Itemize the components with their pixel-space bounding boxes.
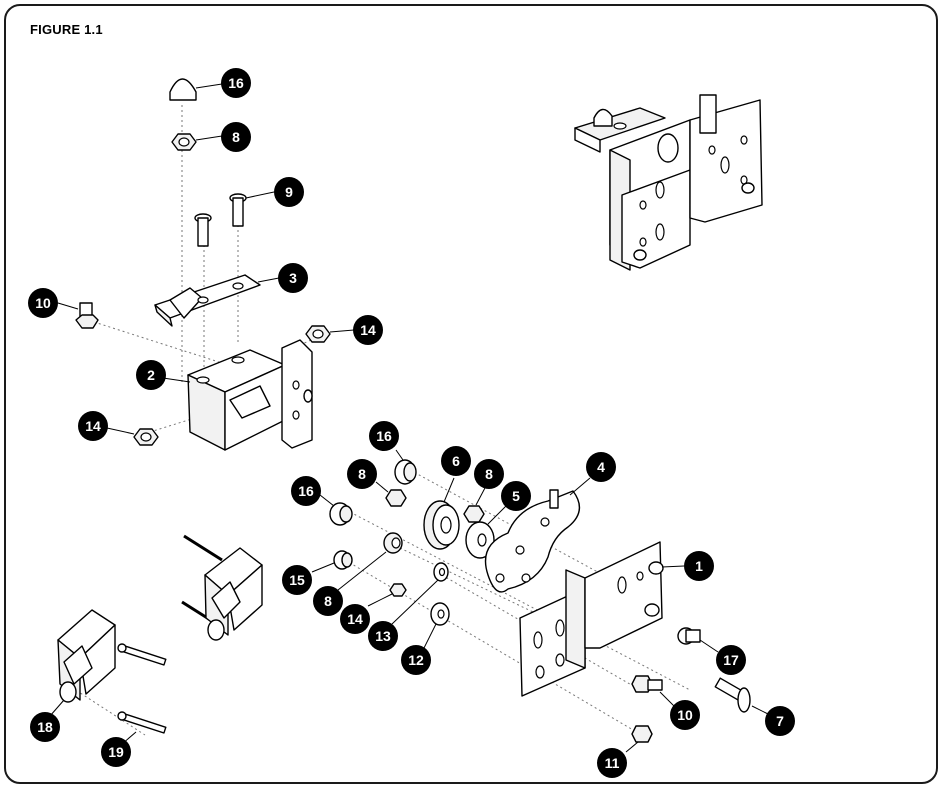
callout-6: 6 xyxy=(441,446,471,476)
svg-text:12: 12 xyxy=(408,652,424,668)
callout-8-top: 8 xyxy=(221,122,251,152)
callout-2: 2 xyxy=(136,360,166,390)
callout-15: 15 xyxy=(282,565,312,595)
assembled-hinge-view xyxy=(574,94,763,271)
part-roller-6 xyxy=(423,477,460,550)
callout-4: 4 xyxy=(586,452,616,482)
svg-text:17: 17 xyxy=(723,652,739,668)
callout-14-right: 14 xyxy=(353,315,383,345)
figure-frame xyxy=(4,4,938,784)
part-bolt-10-lower xyxy=(631,675,675,707)
callout-10-lower: 10 xyxy=(670,700,700,730)
part-bracket-2 xyxy=(162,339,313,451)
svg-text:14: 14 xyxy=(347,611,363,627)
callout-5: 5 xyxy=(501,481,531,511)
part-nut-8-lower xyxy=(337,532,403,591)
svg-text:16: 16 xyxy=(228,75,244,91)
svg-text:11: 11 xyxy=(605,755,620,771)
svg-text:6: 6 xyxy=(452,453,460,469)
svg-text:14: 14 xyxy=(360,322,376,338)
part-hex-nut-14-right xyxy=(305,325,355,343)
part-bracket-3 xyxy=(154,274,280,327)
svg-text:18: 18 xyxy=(37,719,53,735)
svg-text:15: 15 xyxy=(289,572,305,588)
part-bolt-10-top xyxy=(57,302,99,329)
callout-10-top: 10 xyxy=(28,288,58,318)
part-washer-12 xyxy=(423,602,450,649)
callout-11: 11 xyxy=(597,748,627,778)
callout-8-lower: 8 xyxy=(313,586,343,616)
svg-text:7: 7 xyxy=(776,713,784,729)
svg-text:9: 9 xyxy=(285,184,293,200)
part-bracket-1 xyxy=(519,541,685,697)
part-hex-nut-top xyxy=(171,133,223,151)
figure-title: FIGURE 1.1 xyxy=(30,22,103,37)
part-plate-4 xyxy=(484,477,591,593)
part-cap-nut-15 xyxy=(311,550,353,573)
callout-16-lower: 16 xyxy=(291,476,321,506)
callout-14-left: 14 xyxy=(78,411,108,441)
svg-text:5: 5 xyxy=(512,488,520,504)
svg-text:2: 2 xyxy=(147,367,155,383)
svg-text:4: 4 xyxy=(597,459,605,475)
callout-1: 1 xyxy=(684,551,714,581)
part-clip-assembly xyxy=(181,534,263,641)
callout-7: 7 xyxy=(765,706,795,736)
svg-text:10: 10 xyxy=(677,707,693,723)
part-washer-5 xyxy=(465,501,511,559)
callout-16-upper: 16 xyxy=(369,421,399,451)
callout-3: 3 xyxy=(278,263,308,293)
svg-text:13: 13 xyxy=(375,628,391,644)
part-nut-14-lower xyxy=(367,583,407,607)
svg-text:8: 8 xyxy=(324,593,332,609)
svg-text:19: 19 xyxy=(108,744,124,760)
svg-text:8: 8 xyxy=(232,129,240,145)
callout-18: 18 xyxy=(30,712,60,742)
part-hex-nut-14-left xyxy=(106,427,159,446)
callout-19: 19 xyxy=(101,737,131,767)
part-cap-nut-top xyxy=(169,78,223,101)
callout-12: 12 xyxy=(401,645,431,675)
svg-text:1: 1 xyxy=(695,558,703,574)
part-bracket-18 xyxy=(49,609,116,717)
callout-17: 17 xyxy=(716,645,746,675)
part-bolts-19 xyxy=(117,643,167,745)
svg-text:8: 8 xyxy=(358,466,366,482)
callout-16-top: 16 xyxy=(221,68,251,98)
part-bolts-9 xyxy=(194,191,275,247)
svg-text:16: 16 xyxy=(376,428,392,444)
part-pin-7 xyxy=(714,677,769,715)
callout-14-lower: 14 xyxy=(340,604,370,634)
part-nut-8-left xyxy=(375,481,407,507)
svg-text:3: 3 xyxy=(289,270,297,286)
part-bolt-17 xyxy=(677,627,719,653)
callout-13: 13 xyxy=(368,621,398,651)
part-cap-nut-16-upper xyxy=(394,449,417,485)
callout-8-right: 8 xyxy=(474,459,504,489)
callout-8-left: 8 xyxy=(347,459,377,489)
part-cap-nut-16-lower xyxy=(319,494,353,526)
part-bolt-11 xyxy=(625,725,653,753)
part-washer-13 xyxy=(391,562,449,625)
svg-text:14: 14 xyxy=(85,418,101,434)
part-nut-8-right xyxy=(463,485,487,523)
callout-9: 9 xyxy=(274,177,304,207)
svg-text:16: 16 xyxy=(298,483,314,499)
svg-text:8: 8 xyxy=(485,466,493,482)
svg-text:10: 10 xyxy=(35,295,51,311)
